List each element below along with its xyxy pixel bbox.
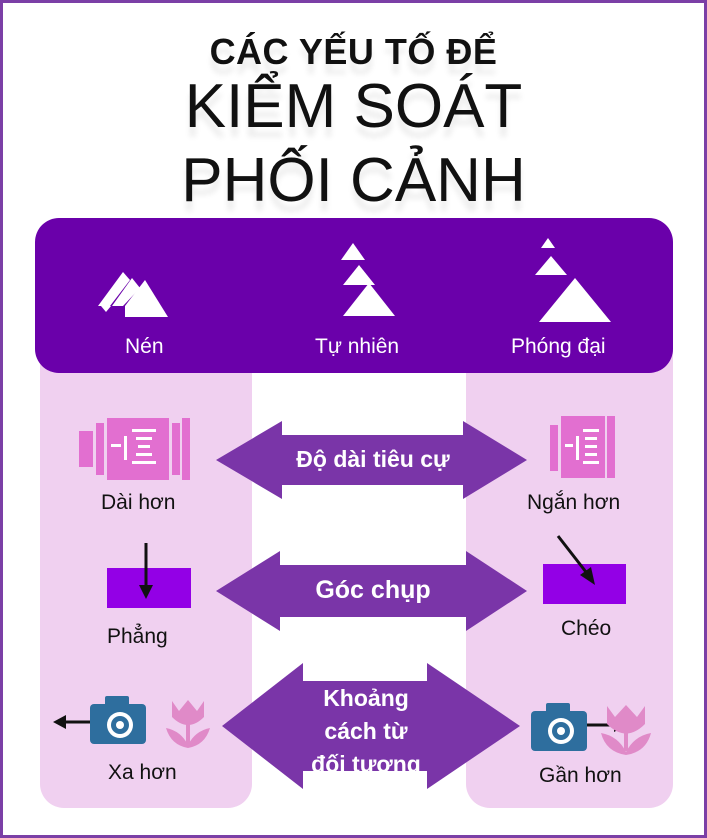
factor-subject-distance-line-1: Khoảng: [323, 685, 409, 711]
focal-length-arrow: [216, 421, 527, 499]
label-farther: Xa hơn: [108, 761, 177, 784]
natural-mountains-icon: [341, 243, 395, 316]
flat-angle-icon: [107, 543, 191, 608]
camera-near-icon: [531, 703, 627, 751]
label-exaggerated: Phóng đại: [511, 335, 606, 358]
factor-shooting-angle: Góc chụp: [315, 576, 431, 604]
label-longer: Dài hơn: [101, 491, 176, 514]
label-closer: Gần hơn: [539, 764, 622, 787]
factor-focal-length: Độ dài tiêu cự: [296, 446, 450, 472]
compressed-mountains-icon: [98, 272, 168, 317]
label-oblique: Chéo: [561, 617, 612, 640]
camera-far-icon: [53, 696, 146, 744]
flower-far-icon: [166, 700, 210, 748]
shooting-angle-arrow: [216, 551, 527, 631]
short-lens-icon: [550, 416, 615, 478]
title-line-2: KIỂM SOÁT: [184, 72, 523, 141]
subject-distance-arrow: [222, 663, 520, 789]
title-line-3: PHỐI CẢNH: [181, 146, 526, 215]
title-line-1: CÁC YẾU TỐ ĐỂ: [209, 31, 498, 72]
label-flat: Phẳng: [107, 625, 168, 648]
label-shorter: Ngắn hơn: [527, 491, 621, 514]
oblique-angle-icon: [543, 535, 626, 604]
long-lens-icon: [79, 418, 190, 480]
label-compressed: Nén: [125, 335, 164, 358]
factor-subject-distance-line-3: đối tượng: [311, 751, 421, 777]
label-natural: Tự nhiên: [315, 335, 400, 358]
flower-near-icon: [601, 705, 651, 755]
factor-subject-distance-line-2: cách từ: [324, 718, 408, 744]
exaggerated-mountains-icon: [535, 238, 611, 322]
factor-subject-distance: Khoảng cách từ đối tượng: [293, 682, 439, 781]
